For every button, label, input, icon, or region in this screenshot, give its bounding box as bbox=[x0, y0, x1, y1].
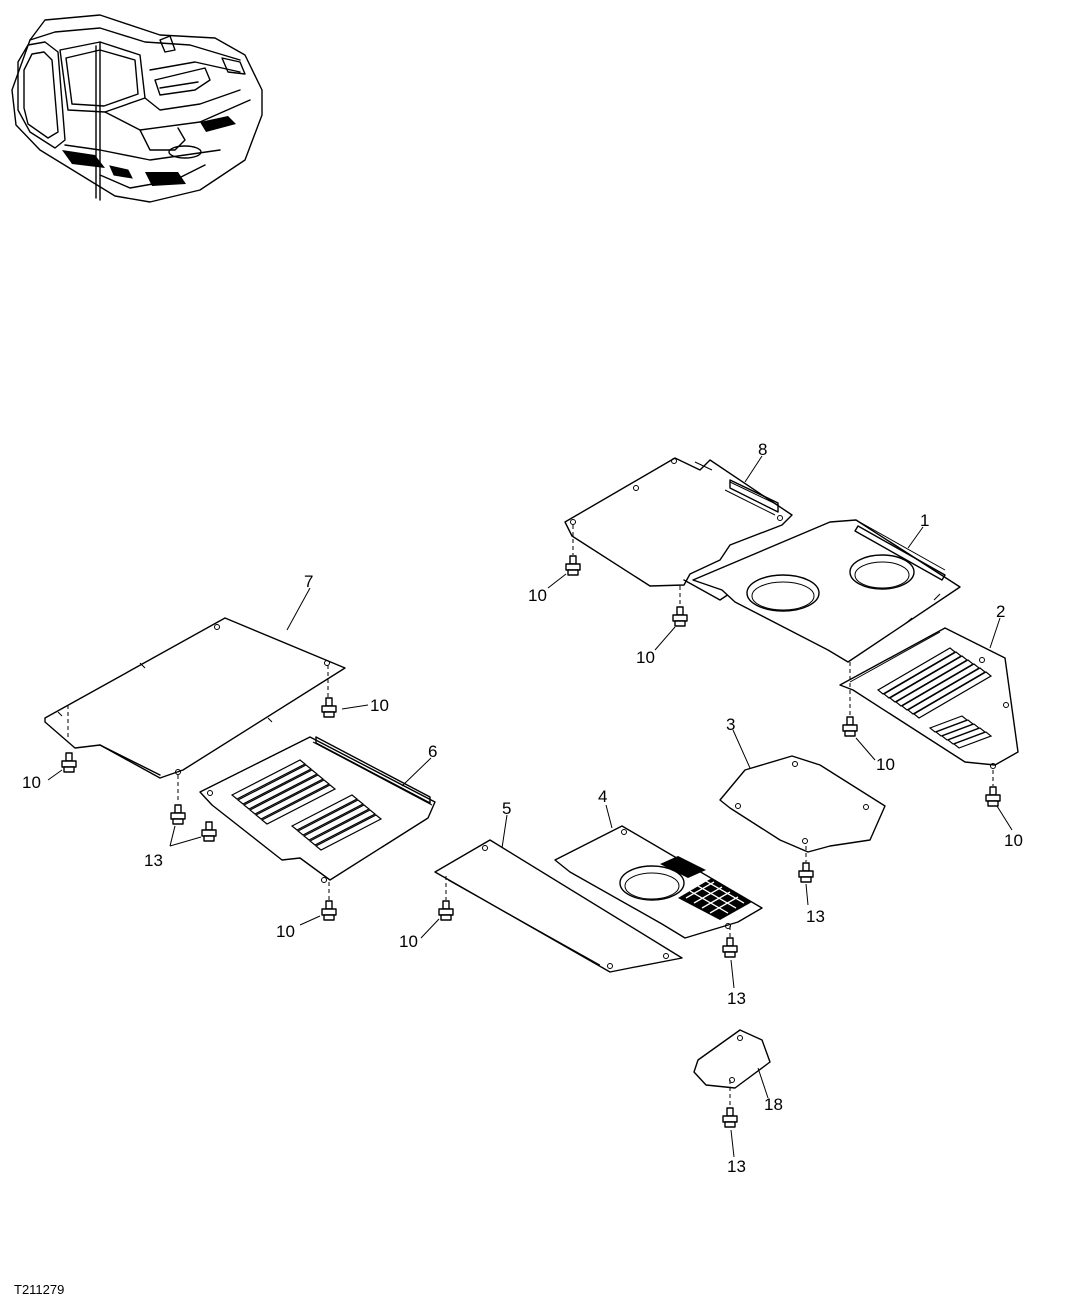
callout-bolt-13: 13 bbox=[144, 851, 163, 870]
callout-part-5: 5 bbox=[502, 799, 511, 818]
callout-labels: 8 1 2 3 4 5 6 7 18 10 10 10 10 10 10 10 … bbox=[22, 440, 1023, 1176]
callout-bolt-10: 10 bbox=[276, 922, 295, 941]
bolt-icon bbox=[722, 1107, 738, 1128]
bolt-icon bbox=[672, 606, 688, 627]
bolt-icon bbox=[722, 937, 738, 958]
callout-part-6: 6 bbox=[428, 742, 437, 761]
bolt-icon bbox=[170, 804, 186, 825]
callout-part-18: 18 bbox=[764, 1095, 783, 1114]
callout-bolt-13: 13 bbox=[727, 1157, 746, 1176]
bolt-icon bbox=[985, 786, 1001, 807]
figure-reference-code: T211279 bbox=[14, 1282, 65, 1297]
callout-bolt-10: 10 bbox=[636, 648, 655, 667]
part-5-long-plate bbox=[434, 839, 683, 973]
bolt-icon bbox=[61, 752, 77, 773]
part-6-louver-slots bbox=[230, 759, 383, 851]
bolt-icon bbox=[201, 821, 217, 842]
callout-part-1: 1 bbox=[920, 511, 929, 530]
part-1-plate-two-openings bbox=[692, 519, 961, 663]
part-4-plate-with-mesh bbox=[554, 825, 763, 939]
callout-bolt-10: 10 bbox=[528, 586, 547, 605]
callout-bolt-10: 10 bbox=[370, 696, 389, 715]
part-3-cover bbox=[719, 755, 886, 853]
callout-bolt-10: 10 bbox=[1004, 831, 1023, 850]
callout-part-3: 3 bbox=[726, 715, 735, 734]
part-2-louver-slots bbox=[876, 647, 993, 749]
callout-part-8: 8 bbox=[758, 440, 767, 459]
part-18-small-cover bbox=[693, 1029, 771, 1089]
callout-bolt-13: 13 bbox=[806, 907, 825, 926]
bolt-icon bbox=[321, 697, 337, 718]
part-2-louvered-grille bbox=[839, 627, 1019, 769]
callout-bolt-10: 10 bbox=[876, 755, 895, 774]
bolt-icon bbox=[798, 862, 814, 883]
bolt-icon bbox=[565, 555, 581, 576]
callout-bolt-13: 13 bbox=[727, 989, 746, 1008]
bolt-icon bbox=[438, 900, 454, 921]
part-7-floor-plate bbox=[44, 617, 346, 779]
callout-bolt-10: 10 bbox=[22, 773, 41, 792]
callout-bolt-10: 10 bbox=[399, 932, 418, 951]
callout-part-2: 2 bbox=[996, 602, 1005, 621]
callout-part-4: 4 bbox=[598, 787, 607, 806]
callout-part-7: 7 bbox=[304, 572, 313, 591]
leader-lines bbox=[47, 455, 1013, 1158]
machine-locator-thumbnail bbox=[11, 14, 263, 203]
bolt-icon bbox=[842, 716, 858, 737]
part-6-louvered-grille bbox=[199, 736, 436, 883]
bolt-set bbox=[61, 525, 1001, 1128]
bolt-icon bbox=[321, 900, 337, 921]
